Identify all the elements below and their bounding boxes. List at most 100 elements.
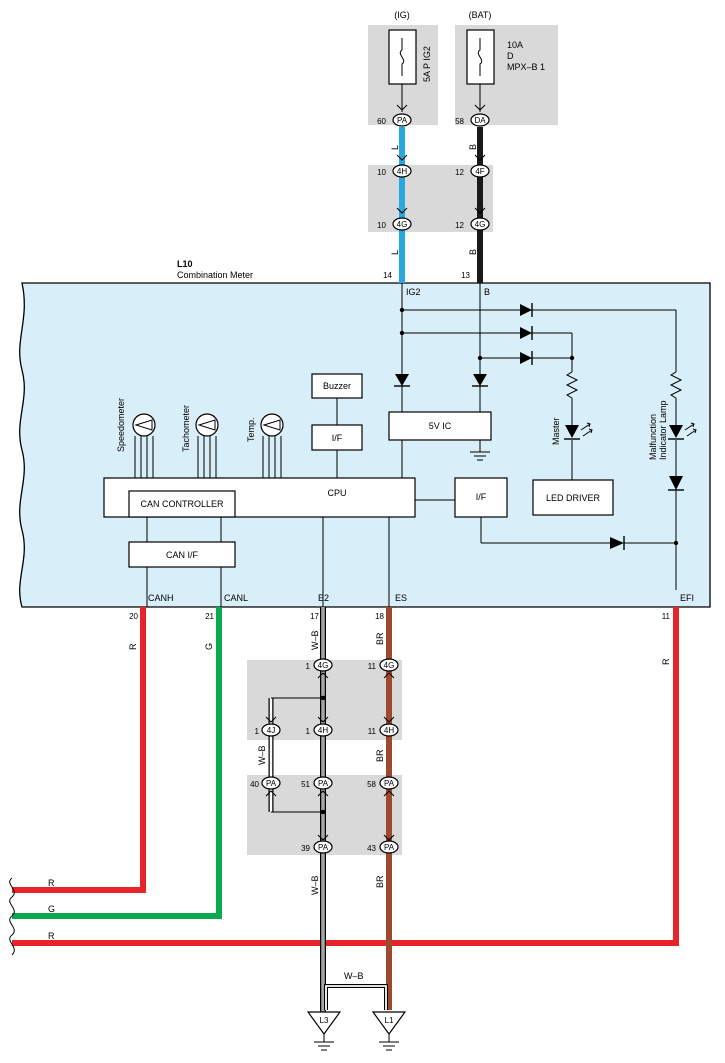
chevrons-es — [383, 672, 395, 841]
gauge-label-tachometer: Tachometer — [181, 405, 191, 452]
fuse-ig-element — [399, 38, 405, 76]
connector-es-43-pa: 43 PA — [367, 840, 399, 854]
svg-text:PA: PA — [384, 843, 395, 852]
pin-label-e2: E2 — [318, 593, 329, 603]
svg-text:L3: L3 — [320, 1016, 329, 1025]
svg-text:43: 43 — [367, 844, 376, 853]
svg-text:1: 1 — [306, 727, 311, 736]
connector-es-11-4g: 11 4G — [368, 658, 399, 672]
chevrons-e2 — [317, 672, 329, 841]
svg-text:10: 10 — [377, 221, 386, 230]
pin-label-b: B — [484, 287, 490, 297]
svg-text:11: 11 — [368, 662, 377, 671]
svg-text:4J: 4J — [267, 726, 275, 735]
led-driver-block — [532, 479, 614, 516]
indicator-label-master: Master — [551, 417, 561, 445]
wire-label-bottom-r1: R — [48, 878, 55, 888]
svg-text:4G: 4G — [384, 661, 395, 670]
wire-label-ground-link: W–B — [344, 971, 364, 981]
wire-break-mark — [9, 877, 15, 956]
pin-label-canl: CANL — [224, 593, 248, 603]
wire-label-ig-mid: L — [390, 250, 400, 255]
svg-text:10: 10 — [377, 168, 386, 177]
can-if-block — [128, 541, 236, 568]
wire-ground-link — [324, 984, 388, 1010]
connector-ig-10-4g: 10 4G — [377, 217, 412, 231]
pin-label-ig2: IG2 — [406, 287, 421, 297]
resistor-malfunction — [669, 371, 683, 399]
indicator-label-malfunction-2: Indicator Lamp — [658, 400, 668, 460]
combination-meter-body — [19, 282, 711, 608]
svg-text:4G: 4G — [397, 220, 408, 229]
connector-side-1-4j: 1 4J — [255, 723, 281, 737]
wire-side-white-black — [268, 695, 326, 815]
five-v-ic-label: 5V IC — [429, 421, 452, 431]
wire-label-canh: R — [128, 643, 138, 650]
led-master — [564, 422, 593, 440]
svg-text:11: 11 — [368, 727, 377, 736]
svg-text:4H: 4H — [318, 726, 328, 735]
wire-label-bat-top: B — [468, 144, 478, 150]
connector-side-40-pa: 40 PA — [250, 776, 281, 790]
connector-e2-39-pa: 39 PA — [301, 840, 333, 854]
fuse-bat-element — [477, 38, 483, 76]
wire-label-es-mid: BR — [375, 749, 385, 762]
svg-text:PA: PA — [266, 779, 277, 788]
ground-l1-icon: L1 — [371, 1011, 407, 1051]
if-buzzer-block — [311, 424, 363, 451]
can-controller-block — [128, 490, 236, 518]
fuse-bat-label-1: 10A — [507, 40, 523, 50]
connector-es-58-pa: 58 PA — [367, 776, 399, 790]
wire-label-e2-low: W–B — [310, 875, 320, 895]
pin-18: 18 — [375, 612, 384, 621]
wire-canh-red — [12, 607, 146, 893]
resistor-master — [565, 371, 579, 399]
svg-text:L1: L1 — [385, 1016, 394, 1025]
if-cpu-block — [454, 477, 508, 518]
wire-label-efi: R — [661, 658, 671, 665]
buzzer-label: Buzzer — [323, 381, 351, 391]
can-if-label: CAN I/F — [166, 550, 199, 560]
wire-efi-red — [12, 607, 679, 946]
wire-label-canl: G — [204, 643, 214, 650]
svg-text:DA: DA — [474, 116, 486, 125]
wire-label-bat-mid: B — [468, 249, 478, 255]
svg-text:12: 12 — [455, 221, 464, 230]
svg-text:4G: 4G — [318, 661, 329, 670]
wire-label-es-low: BR — [375, 875, 385, 888]
pin-label-canh: CANH — [148, 593, 174, 603]
svg-text:60: 60 — [377, 117, 386, 126]
led-driver-label: LED DRIVER — [546, 493, 601, 503]
ground-l3-icon: L3 — [306, 1011, 342, 1051]
if-buzzer-label: I/F — [332, 433, 343, 443]
connector-e2-1-4h: 1 4H — [306, 723, 333, 737]
connector-e2-51-pa: 51 PA — [301, 776, 333, 790]
connector-bat-58-da: 58 DA — [455, 113, 490, 127]
connector-ig-10-4h: 10 4H — [377, 164, 412, 178]
diodes — [394, 303, 684, 550]
fuse-bat-label-3: MPX–B 1 — [507, 62, 545, 72]
wire-label-ig-top: L — [390, 145, 400, 150]
chevrons-side — [265, 716, 277, 797]
gauge-label-speedometer: Speedometer — [116, 398, 126, 452]
fuse-bat-label-2: D — [507, 51, 514, 61]
connector-ig-60-pa: 60 PA — [377, 113, 412, 127]
buzzer-block — [311, 373, 363, 399]
wire-label-side: W–B — [257, 745, 267, 765]
cpu-label: CPU — [327, 488, 346, 498]
led-malfunction — [668, 422, 697, 440]
temp-gauge-icon — [260, 413, 284, 478]
svg-text:4H: 4H — [384, 726, 394, 735]
pin-20: 20 — [129, 612, 138, 621]
wire-label-es: BR — [375, 632, 385, 645]
svg-text:58: 58 — [455, 117, 464, 126]
gauge-label-temp: Temp. — [246, 417, 256, 442]
svg-text:40: 40 — [250, 780, 259, 789]
ground-5v-ic-icon — [470, 440, 490, 461]
svg-text:4H: 4H — [397, 167, 407, 176]
pin-21: 21 — [205, 612, 214, 621]
svg-text:1: 1 — [306, 662, 311, 671]
indicator-label-malfunction-1: Malfunction — [648, 414, 658, 460]
svg-text:1: 1 — [255, 727, 260, 736]
svg-text:PA: PA — [318, 779, 329, 788]
